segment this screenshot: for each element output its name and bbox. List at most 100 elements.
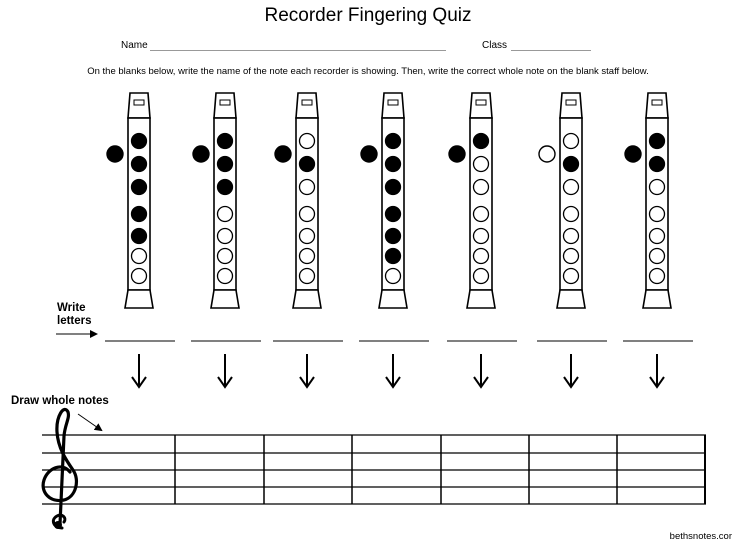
finger-hole	[384, 247, 402, 265]
recorder-6	[538, 92, 586, 309]
finger-hole	[472, 247, 490, 265]
recorder-windway	[219, 99, 231, 106]
finger-hole	[648, 227, 666, 245]
finger-hole	[130, 155, 148, 173]
finger-hole	[384, 155, 402, 173]
down-arrow-icon	[563, 354, 579, 389]
finger-hole	[648, 267, 666, 285]
finger-hole	[130, 132, 148, 150]
finger-hole	[648, 247, 666, 265]
recorder-5	[448, 92, 496, 309]
music-staff	[42, 434, 706, 505]
finger-hole	[562, 132, 580, 150]
finger-hole	[130, 178, 148, 196]
recorder-windway	[301, 99, 313, 106]
finger-hole	[216, 178, 234, 196]
instructions: On the blanks below, write the name of t…	[87, 66, 649, 77]
thumb-hole	[538, 145, 556, 163]
down-arrow-icon	[131, 354, 147, 389]
draw-notes-arrow	[77, 413, 103, 432]
finger-hole	[472, 178, 490, 196]
finger-hole	[384, 132, 402, 150]
finger-hole	[472, 267, 490, 285]
finger-hole	[130, 267, 148, 285]
finger-hole	[384, 178, 402, 196]
recorder-bell	[642, 289, 672, 309]
finger-hole	[130, 205, 148, 223]
finger-hole	[216, 227, 234, 245]
recorder-bell	[210, 289, 240, 309]
thumb-hole	[624, 145, 642, 163]
finger-hole	[648, 155, 666, 173]
finger-hole	[648, 178, 666, 196]
recorder-bell	[556, 289, 586, 309]
recorder-bell	[466, 289, 496, 309]
down-arrow-icon	[299, 354, 315, 389]
write-letters-label: Write letters	[57, 302, 92, 328]
recorder-windway	[133, 99, 145, 106]
finger-hole	[384, 227, 402, 245]
recorder-bell	[378, 289, 408, 309]
finger-hole	[298, 227, 316, 245]
finger-hole	[216, 267, 234, 285]
thumb-hole	[274, 145, 292, 163]
finger-hole	[562, 205, 580, 223]
finger-hole	[216, 205, 234, 223]
finger-hole	[216, 155, 234, 173]
finger-hole	[562, 155, 580, 173]
finger-hole	[562, 247, 580, 265]
thumb-hole	[360, 145, 378, 163]
write-letters-line-1: Write	[57, 302, 86, 314]
thumb-hole	[448, 145, 466, 163]
recorder-2	[192, 92, 240, 309]
down-arrows-group	[131, 354, 665, 389]
down-arrow-icon	[217, 354, 233, 389]
thumb-hole	[192, 145, 210, 163]
finger-hole	[216, 247, 234, 265]
treble-clef-icon	[41, 407, 78, 530]
down-arrow-icon	[385, 354, 401, 389]
finger-hole	[298, 132, 316, 150]
recorder-bell	[124, 289, 154, 309]
draw-whole-notes-label: Draw whole notes	[11, 395, 109, 407]
recorder-3	[274, 92, 322, 309]
finger-hole	[648, 205, 666, 223]
page-title: Recorder Fingering Quiz	[264, 5, 472, 26]
class-label: Class	[482, 40, 508, 51]
thumb-hole	[106, 145, 124, 163]
class-field[interactable]	[511, 50, 591, 51]
finger-hole	[298, 155, 316, 173]
finger-hole	[472, 132, 490, 150]
recorder-4	[360, 92, 408, 309]
down-arrow-icon	[473, 354, 489, 389]
finger-hole	[562, 178, 580, 196]
recorder-1	[106, 92, 154, 309]
finger-hole	[472, 227, 490, 245]
finger-hole	[562, 227, 580, 245]
recorder-windway	[651, 99, 663, 106]
finger-hole	[130, 227, 148, 245]
name-field[interactable]	[150, 50, 446, 51]
recorders-group	[106, 92, 672, 309]
finger-hole	[384, 267, 402, 285]
down-arrow-icon	[649, 354, 665, 389]
finger-hole	[130, 247, 148, 265]
finger-hole	[472, 205, 490, 223]
credit-text: bethsnotes.cor	[669, 531, 732, 542]
recorder-windway	[475, 99, 487, 106]
recorder-7	[624, 92, 672, 309]
write-letters-line-2: letters	[57, 315, 92, 327]
finger-hole	[472, 155, 490, 173]
finger-hole	[562, 267, 580, 285]
finger-hole	[298, 267, 316, 285]
recorder-windway	[565, 99, 577, 106]
name-label: Name	[121, 40, 148, 51]
finger-hole	[648, 132, 666, 150]
finger-hole	[298, 178, 316, 196]
finger-hole	[298, 205, 316, 223]
finger-hole	[298, 247, 316, 265]
recorder-bell	[292, 289, 322, 309]
finger-hole	[216, 132, 234, 150]
recorder-windway	[387, 99, 399, 106]
